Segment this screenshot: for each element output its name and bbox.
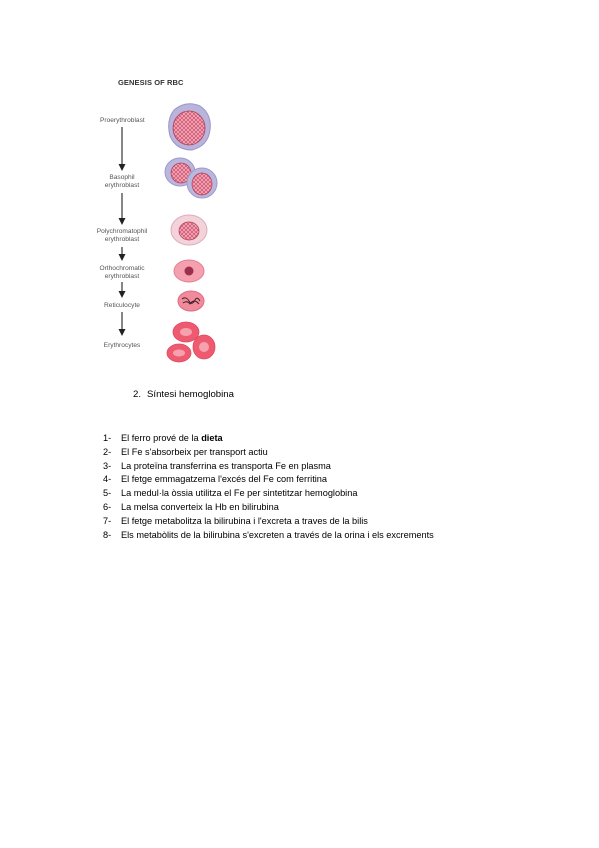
list-item: 5-La medul·la òssia utilitza el Fe per s… <box>103 488 358 499</box>
polychromatophil-erythroblast-cell-icon <box>170 214 208 246</box>
list-item: 6-La melsa converteix la Hb en bilirubin… <box>103 501 279 512</box>
section-title: Síntesi hemoglobina <box>147 389 234 400</box>
list-item: 4-El fetge emmagatzema l'excés del Fe co… <box>103 474 328 485</box>
list-item: 1-El ferro prové de la dieta <box>103 433 223 443</box>
list-item: 2-El Fe s'absorbeix per transport actiu <box>103 446 268 457</box>
erythrocytes-cell-icon <box>166 321 216 363</box>
stage-label-erythrocytes: Erythrocytes <box>103 342 141 349</box>
stage-label-reticulocyte: Reticulocyte <box>104 302 140 309</box>
stage-label-proerythroblast: Proerythroblast <box>100 117 145 124</box>
section-number: 2. <box>133 389 142 400</box>
proerythroblast-cell-icon <box>168 103 211 151</box>
maturation-arrows <box>118 127 126 336</box>
cell-illustrations <box>164 103 218 363</box>
basophil-erythroblast-cell-icon <box>164 157 218 199</box>
list-item: 7-El fetge metabolitza la bilirubina i l… <box>103 515 368 526</box>
reticulocyte-cell-icon <box>177 290 205 312</box>
figure-title: GENESIS OF RBC <box>118 78 184 87</box>
section-heading: 2. Síntesi hemoglobina <box>133 389 234 400</box>
list-item: 3-La proteïna transferrina es transporta… <box>103 460 331 471</box>
hemoglobin-steps-list: 1-El ferro prové de la dieta 2-El Fe s'a… <box>103 432 434 542</box>
orthochromatic-erythroblast-cell-icon <box>173 259 205 283</box>
list-item: 8-Els metabòlits de la bilirubina s'excr… <box>103 529 434 540</box>
